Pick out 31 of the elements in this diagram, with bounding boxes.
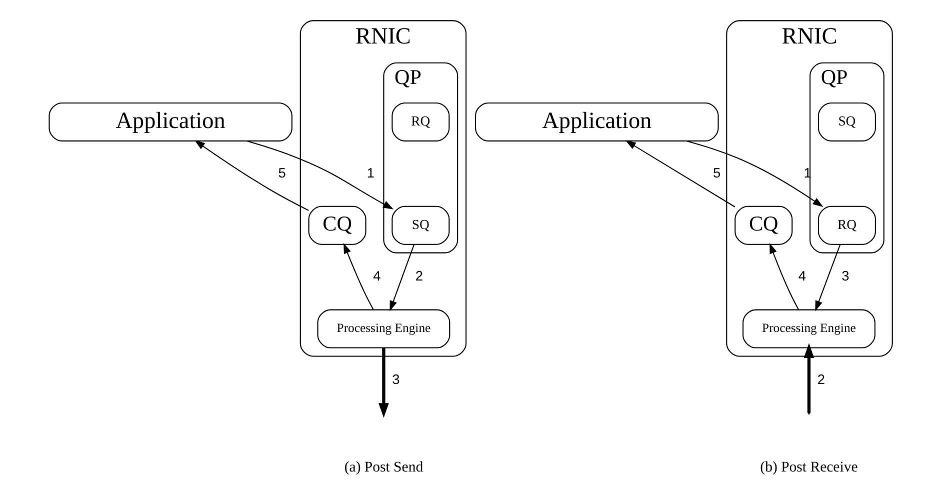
- edge-label: 3: [841, 268, 849, 284]
- arrow: [814, 244, 840, 312]
- node-box: Processing Engine: [316, 309, 450, 348]
- node-box: Processing Engine: [742, 309, 875, 348]
- node-box: SQ: [817, 102, 876, 142]
- arrow: [803, 343, 814, 414]
- node-box: Application: [474, 102, 718, 142]
- node-box: CQ: [734, 206, 792, 245]
- edge-label: 4: [372, 268, 380, 284]
- arrow: [194, 140, 308, 211]
- edge-label: 2: [816, 372, 825, 388]
- node-box: RQ: [391, 102, 450, 142]
- edge-label: 2: [414, 268, 423, 284]
- label: (a) Post Send: [344, 460, 423, 476]
- edge-label: 4: [798, 268, 806, 284]
- label: (b) Post Receive: [760, 460, 858, 476]
- edge-label: 1: [366, 165, 374, 180]
- node-box: Application: [48, 102, 292, 142]
- arrow: [246, 140, 394, 210]
- arrow: [343, 242, 374, 310]
- arrow: [624, 140, 735, 208]
- arrow: [378, 348, 388, 418]
- edge-label: 3: [392, 372, 400, 388]
- node-box: CQ: [308, 206, 366, 245]
- arrow: [389, 244, 414, 312]
- arrow: [686, 140, 823, 208]
- arrow: [769, 242, 798, 310]
- node-box: RQ: [817, 206, 876, 245]
- edge-label: 5: [278, 165, 286, 180]
- edge-label: 5: [712, 165, 720, 180]
- node-box: SQ: [391, 206, 450, 245]
